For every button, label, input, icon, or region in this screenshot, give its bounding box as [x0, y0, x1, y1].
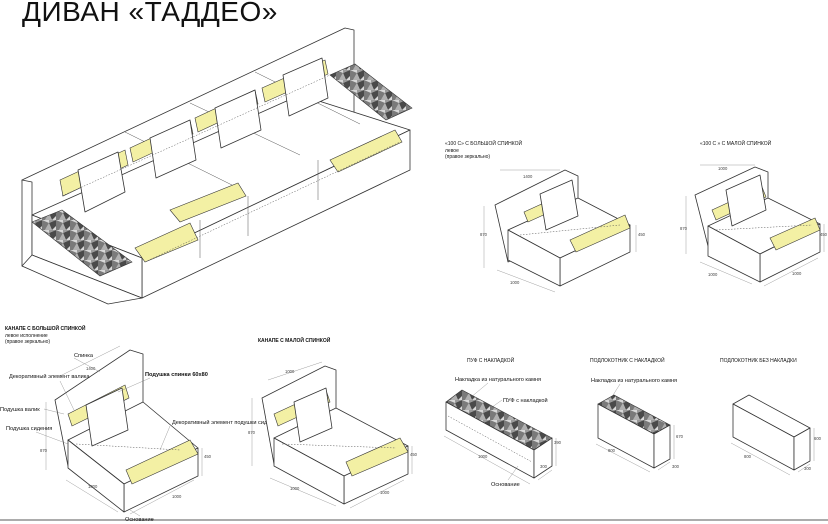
- dim-label: 1000: [88, 484, 98, 489]
- callout-base-pouf: Основание: [491, 482, 520, 488]
- dim-label: 300: [540, 464, 548, 469]
- module-armrest-with-overlay: ПОДЛОКОТНИК С НАКЛАДКОЙ Накладка из нату…: [590, 356, 684, 473]
- armrest-overlay-caption: ПОДЛОКОТНИК С НАКЛАДКОЙ: [590, 356, 665, 364]
- module-corner-big-back: «100 С» С БОЛЬШОЙ СПИНКОЙ левое (правое …: [445, 139, 646, 293]
- module-canape-small-back: КАНАПЕ С МАЛОЙ СПИНКОЙ 1000 870 450 1000…: [248, 336, 418, 509]
- canape-big-note1: левое исполнение: [5, 333, 48, 339]
- dim-label: 450: [410, 452, 418, 457]
- dim-label: 450: [204, 454, 212, 459]
- dim-label: 1000: [792, 271, 802, 276]
- dim-label: 870: [40, 448, 48, 453]
- dim-label: 870: [680, 226, 688, 231]
- dim-label: 300: [804, 466, 812, 471]
- main-sofa-drawing: [21, 27, 413, 305]
- dim-label: 390: [554, 440, 562, 445]
- dim-label: 1000: [510, 280, 520, 285]
- callout-seat-pillow-2: Подушка сидения: [6, 426, 52, 432]
- callout-decor-right: Декоративный элемент подушки сидения: [172, 419, 280, 426]
- dim-label: 450: [638, 232, 646, 237]
- dim-label: 600: [814, 436, 822, 441]
- dim-label: 1000: [172, 494, 182, 499]
- dim-label: 1000: [285, 369, 295, 374]
- dim-label: 1000: [478, 454, 488, 459]
- module-canape-big-back: КАНАПЕ С БОЛЬШОЙ СПИНКОЙ левое исполнени…: [0, 324, 280, 523]
- canape-small-caption: КАНАПЕ С МАЛОЙ СПИНКОЙ: [258, 336, 331, 344]
- callout-pouf-overlay: ПУФ с накладкой: [503, 397, 548, 404]
- dim-label: 670: [676, 434, 684, 439]
- pouf-caption: ПУФ С НАКЛАДКОЙ: [467, 356, 515, 364]
- module-pouf-with-overlay: ПУФ С НАКЛАДКОЙ Накладка из натурального…: [443, 356, 562, 488]
- dim-label: 1000: [380, 490, 390, 495]
- callout-back-pillow: Подушка спинки 60х80: [145, 372, 208, 378]
- dim-label: 800: [744, 454, 752, 459]
- dim-label: 1000: [718, 166, 728, 171]
- corner-big-note1: левое: [445, 148, 459, 154]
- corner-big-caption: «100 С» С БОЛЬШОЙ СПИНКОЙ: [445, 139, 523, 147]
- callout-seat-pillow-1: Подушка валик: [0, 407, 40, 413]
- dim-label: 450: [820, 232, 828, 237]
- armrest-plain-caption: ПОДЛОКОТНИК БЕЗ НАКЛАДКИ: [720, 358, 797, 364]
- module-corner-small-back: «100 С » С МАЛОЙ СПИНКОЙ 1000 870 450 10…: [680, 139, 828, 287]
- page-title: ДИВАН «ТАДДЕО»: [22, 0, 278, 27]
- module-armrest-plain: ПОДЛОКОТНИК БЕЗ НАКЛАДКИ 800 600 300: [720, 358, 822, 476]
- dim-label: 1400: [523, 174, 533, 179]
- dim-label: 870: [248, 430, 256, 435]
- corner-big-note2: (правое зеркально): [445, 154, 490, 160]
- corner-small-caption: «100 С » С МАЛОЙ СПИНКОЙ: [700, 139, 772, 147]
- callout-back: Спинка: [74, 353, 94, 359]
- dim-label: 1000: [708, 272, 718, 277]
- callout-natural-stone-1: Накладка из натурального камня: [455, 377, 541, 383]
- dim-label: 1000: [290, 486, 300, 491]
- dim-label: 800: [608, 448, 616, 453]
- dim-label: 300: [672, 464, 680, 469]
- dim-label: 870: [480, 232, 488, 237]
- callout-roll: Декоративный элемент валика: [9, 373, 90, 380]
- canape-big-caption: КАНАПЕ С БОЛЬШОЙ СПИНКОЙ: [5, 324, 86, 332]
- dim-label: 1400: [86, 366, 96, 371]
- callout-natural-stone-2: Накладка из натурального камня: [591, 378, 677, 384]
- canape-big-note2: (правое зеркально): [5, 339, 50, 345]
